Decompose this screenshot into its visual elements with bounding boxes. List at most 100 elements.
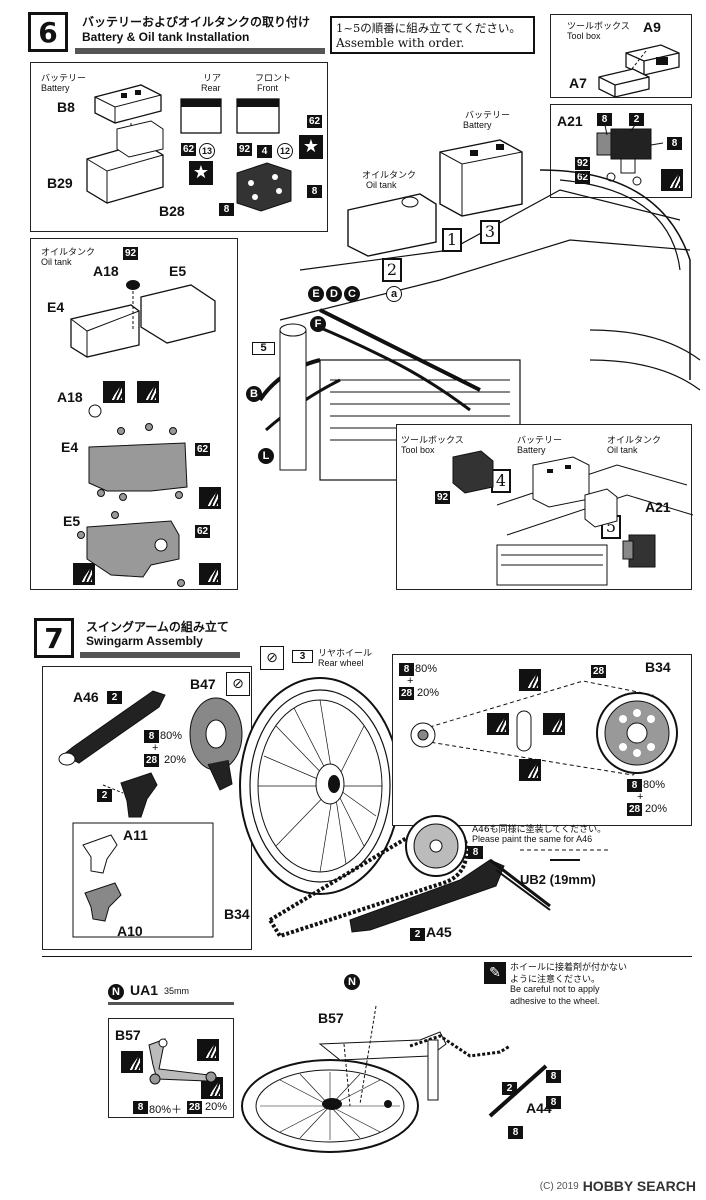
color-62: 62 (307, 115, 322, 128)
mix-color-28: 28 (399, 687, 414, 700)
color-8: 8 (219, 203, 234, 216)
color-92: 92 (435, 491, 450, 504)
brand-logo: HOBBY SEARCH (582, 1178, 696, 1194)
inset-battery-jp: バッテリー (517, 436, 563, 446)
watermark: (C) 2019 HOBBY SEARCH (540, 1178, 696, 1194)
color-92: 92 (123, 247, 138, 260)
order-note-en: Assemble with order. (336, 36, 465, 50)
inset-toolbox-jp: ツールボックス (401, 436, 464, 446)
color-8: 8 (307, 185, 322, 198)
circle-n-2: N (344, 974, 360, 990)
inset-oiltank-jp: オイルタンク (607, 436, 662, 446)
b47-drawing (189, 697, 243, 791)
part-a21-label: A21 (557, 113, 583, 129)
part-b29: B29 (47, 175, 73, 191)
mix-20: 20% (645, 803, 668, 815)
battery-inset: バッテリー Battery B8 B29 B28 リア Rear フロント Fr… (30, 62, 328, 232)
toolbox-drawing (598, 44, 680, 98)
no-glue-icon: ⊘ (226, 672, 250, 696)
color-2: 2 (97, 789, 112, 802)
part-ub2: UB2 (19mm) (520, 872, 596, 887)
circle-n: N (108, 984, 124, 1000)
glue-icon (543, 713, 565, 735)
inset-battery-en: Battery (517, 445, 546, 455)
mix-plus: + (637, 791, 644, 803)
part-a44: A44 (526, 1100, 552, 1116)
color-92: 92 (575, 157, 590, 170)
circle-d: D (326, 286, 342, 302)
rear-wheel-jp: リヤホイール (318, 649, 373, 659)
order-note: 1~5の順番に組み立ててください。 Assemble with order. (330, 16, 535, 54)
part-e4-detail: E4 (61, 439, 79, 455)
step-ref-3: 3 (292, 650, 313, 663)
circle-a: a (386, 286, 402, 302)
front-label-jp: フロント (255, 74, 292, 84)
circle-b: B (246, 386, 262, 402)
ua1-length: 35mm (164, 986, 190, 996)
note-wheel-en1: Be careful not to apply (510, 984, 600, 994)
step-6-title-jp: バッテリーおよびオイルタンクの取り付け (82, 15, 311, 29)
order-4: 4 (491, 469, 511, 493)
star-icon: ★ (299, 135, 323, 159)
part-a45: A45 (426, 924, 452, 940)
color-8: 8 (468, 846, 483, 859)
glue-icon (519, 759, 541, 781)
glue-icon (199, 487, 221, 509)
part-e4: E4 (47, 299, 65, 315)
mix-20: 20% (164, 754, 187, 766)
inset-oiltank-en: Oil tank (607, 445, 638, 455)
note-wheel-en2: adhesive to the wheel. (510, 996, 600, 1006)
color-62: 62 (181, 143, 196, 156)
part-b57-detail: B57 (115, 1027, 141, 1043)
ub2-rod (489, 858, 580, 908)
circle-l: L (258, 448, 274, 464)
part-a46: A46 (73, 689, 99, 705)
glue-icon (661, 169, 683, 191)
order-3: 3 (480, 220, 500, 244)
b57-drawing (148, 1038, 217, 1085)
b57-mix-b: 20% (205, 1101, 228, 1113)
step-6-number: 6 (28, 12, 68, 52)
sprocket-inset: 8 80% + 28 20% B34 28 8 80% + 28 20% (392, 654, 692, 826)
step-7-divider (80, 652, 240, 658)
glue-icon (519, 669, 541, 691)
copyright: (C) 2019 (539, 1180, 579, 1192)
color-2: 2 (502, 1082, 517, 1095)
oiltank-label-jp: オイルタンク (41, 248, 96, 258)
rear-label-en: Rear (201, 83, 221, 93)
mix-20: 20% (417, 687, 440, 699)
note-a46-jp: A46も同様に塗装してください。 (472, 825, 607, 835)
ua1-line (108, 1002, 234, 1005)
oiltank-main-en: Oil tank (366, 180, 397, 190)
mix-color-8: 8 (627, 779, 642, 792)
oiltank-main-jp: オイルタンク (362, 171, 417, 181)
part-ua1: UA1 (130, 982, 159, 998)
star-icon: ★ (189, 161, 213, 185)
part-b34-detail: B34 (645, 659, 671, 675)
circle-f: F (310, 316, 326, 332)
glue-icon (487, 713, 509, 735)
chain-drawing (267, 815, 610, 939)
glue-icon (103, 381, 125, 403)
part-a11: A11 (123, 827, 148, 843)
front-assembly-drawing (241, 1005, 548, 1153)
glue-icon (197, 1039, 219, 1061)
b57-mix: 80%＋ (149, 1104, 183, 1116)
part-a21-inset: A21 (645, 499, 671, 515)
order-1: 1 (442, 228, 462, 252)
color-12: 12 (277, 143, 293, 159)
a21-drawing (596, 124, 664, 186)
inset-drawing (452, 450, 694, 586)
part-b8: B8 (57, 99, 75, 115)
mix-color-8: 8 (144, 730, 159, 743)
step-6-main-drawing (258, 139, 701, 481)
battery-drawing (86, 84, 292, 212)
mix-plus: + (152, 742, 159, 754)
order-2: 2 (382, 258, 402, 282)
sprocket-drawing (410, 680, 678, 776)
part-b28: B28 (159, 203, 185, 219)
mix-color-8: 8 (133, 1101, 148, 1114)
part-a9: A9 (643, 19, 661, 35)
color-8: 8 (597, 113, 612, 126)
circle-e: E (308, 286, 324, 302)
